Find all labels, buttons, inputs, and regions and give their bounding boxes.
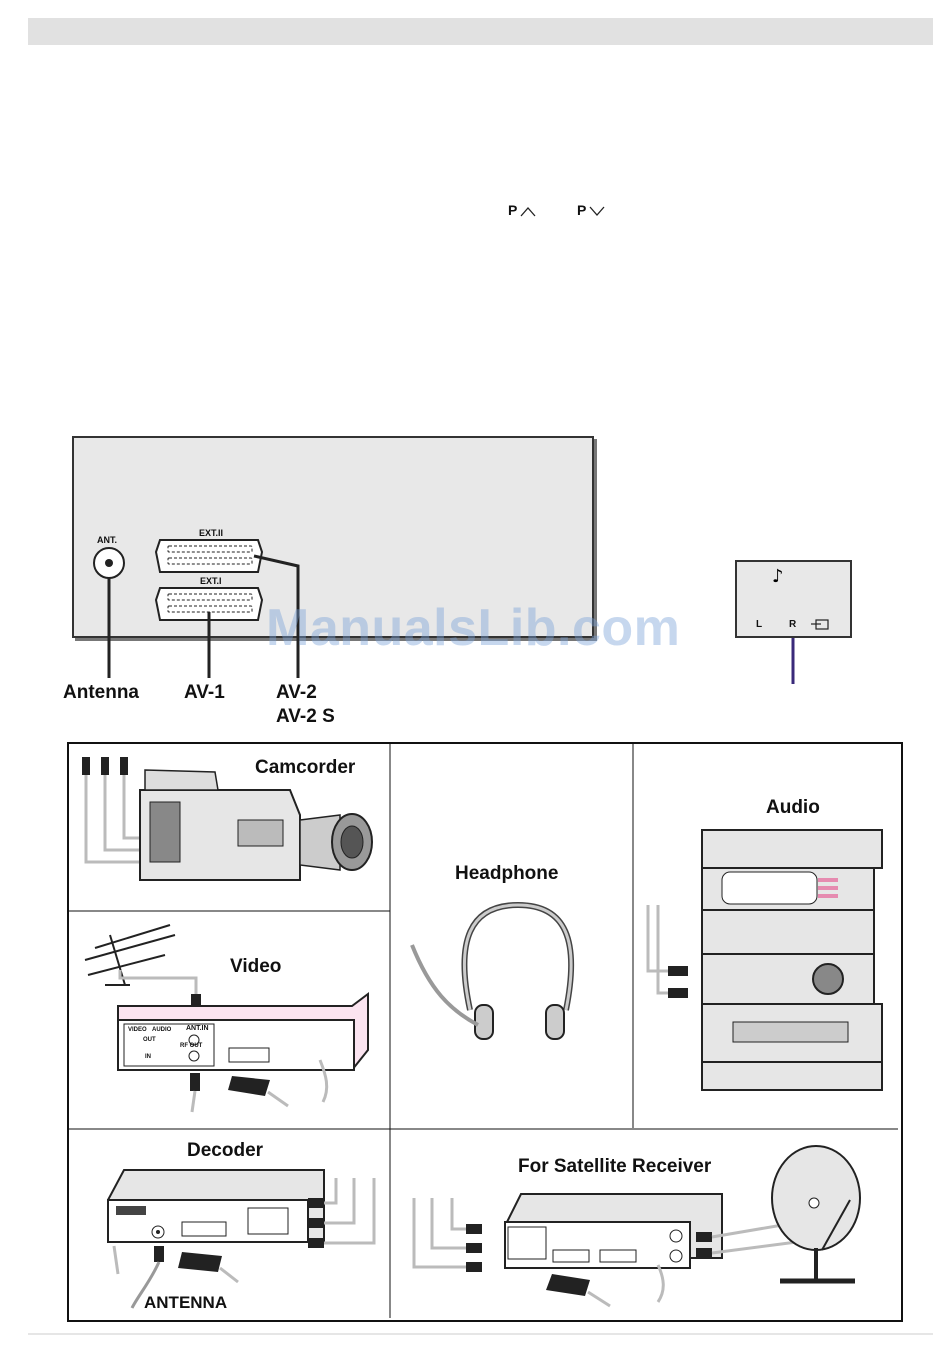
decoder-illustration — [108, 1170, 374, 1308]
vcr-rf-out-label: RF OUT — [180, 1043, 202, 1049]
antenna-cable-label: ANTENNA — [144, 1293, 227, 1313]
vcr-out-label: OUT — [143, 1037, 156, 1043]
vcr-in-label: IN — [145, 1054, 151, 1060]
audio-illustration — [648, 830, 882, 1090]
decoder-title: Decoder — [187, 1140, 263, 1162]
headphone-title: Headphone — [455, 863, 558, 885]
video-title: Video — [230, 956, 281, 978]
headphone-illustration — [412, 905, 571, 1039]
vcr-audio-label: AUDIO — [152, 1027, 171, 1033]
video-illustration — [85, 925, 368, 1112]
satellite-title: For Satellite Receiver — [518, 1156, 711, 1178]
audio-title: Audio — [766, 797, 820, 819]
vcr-video-label: VIDEO — [128, 1027, 147, 1033]
vcr-ant-in-label: ANT.IN — [186, 1025, 209, 1032]
camcorder-title: Camcorder — [255, 757, 355, 779]
footer-line — [28, 1333, 933, 1335]
